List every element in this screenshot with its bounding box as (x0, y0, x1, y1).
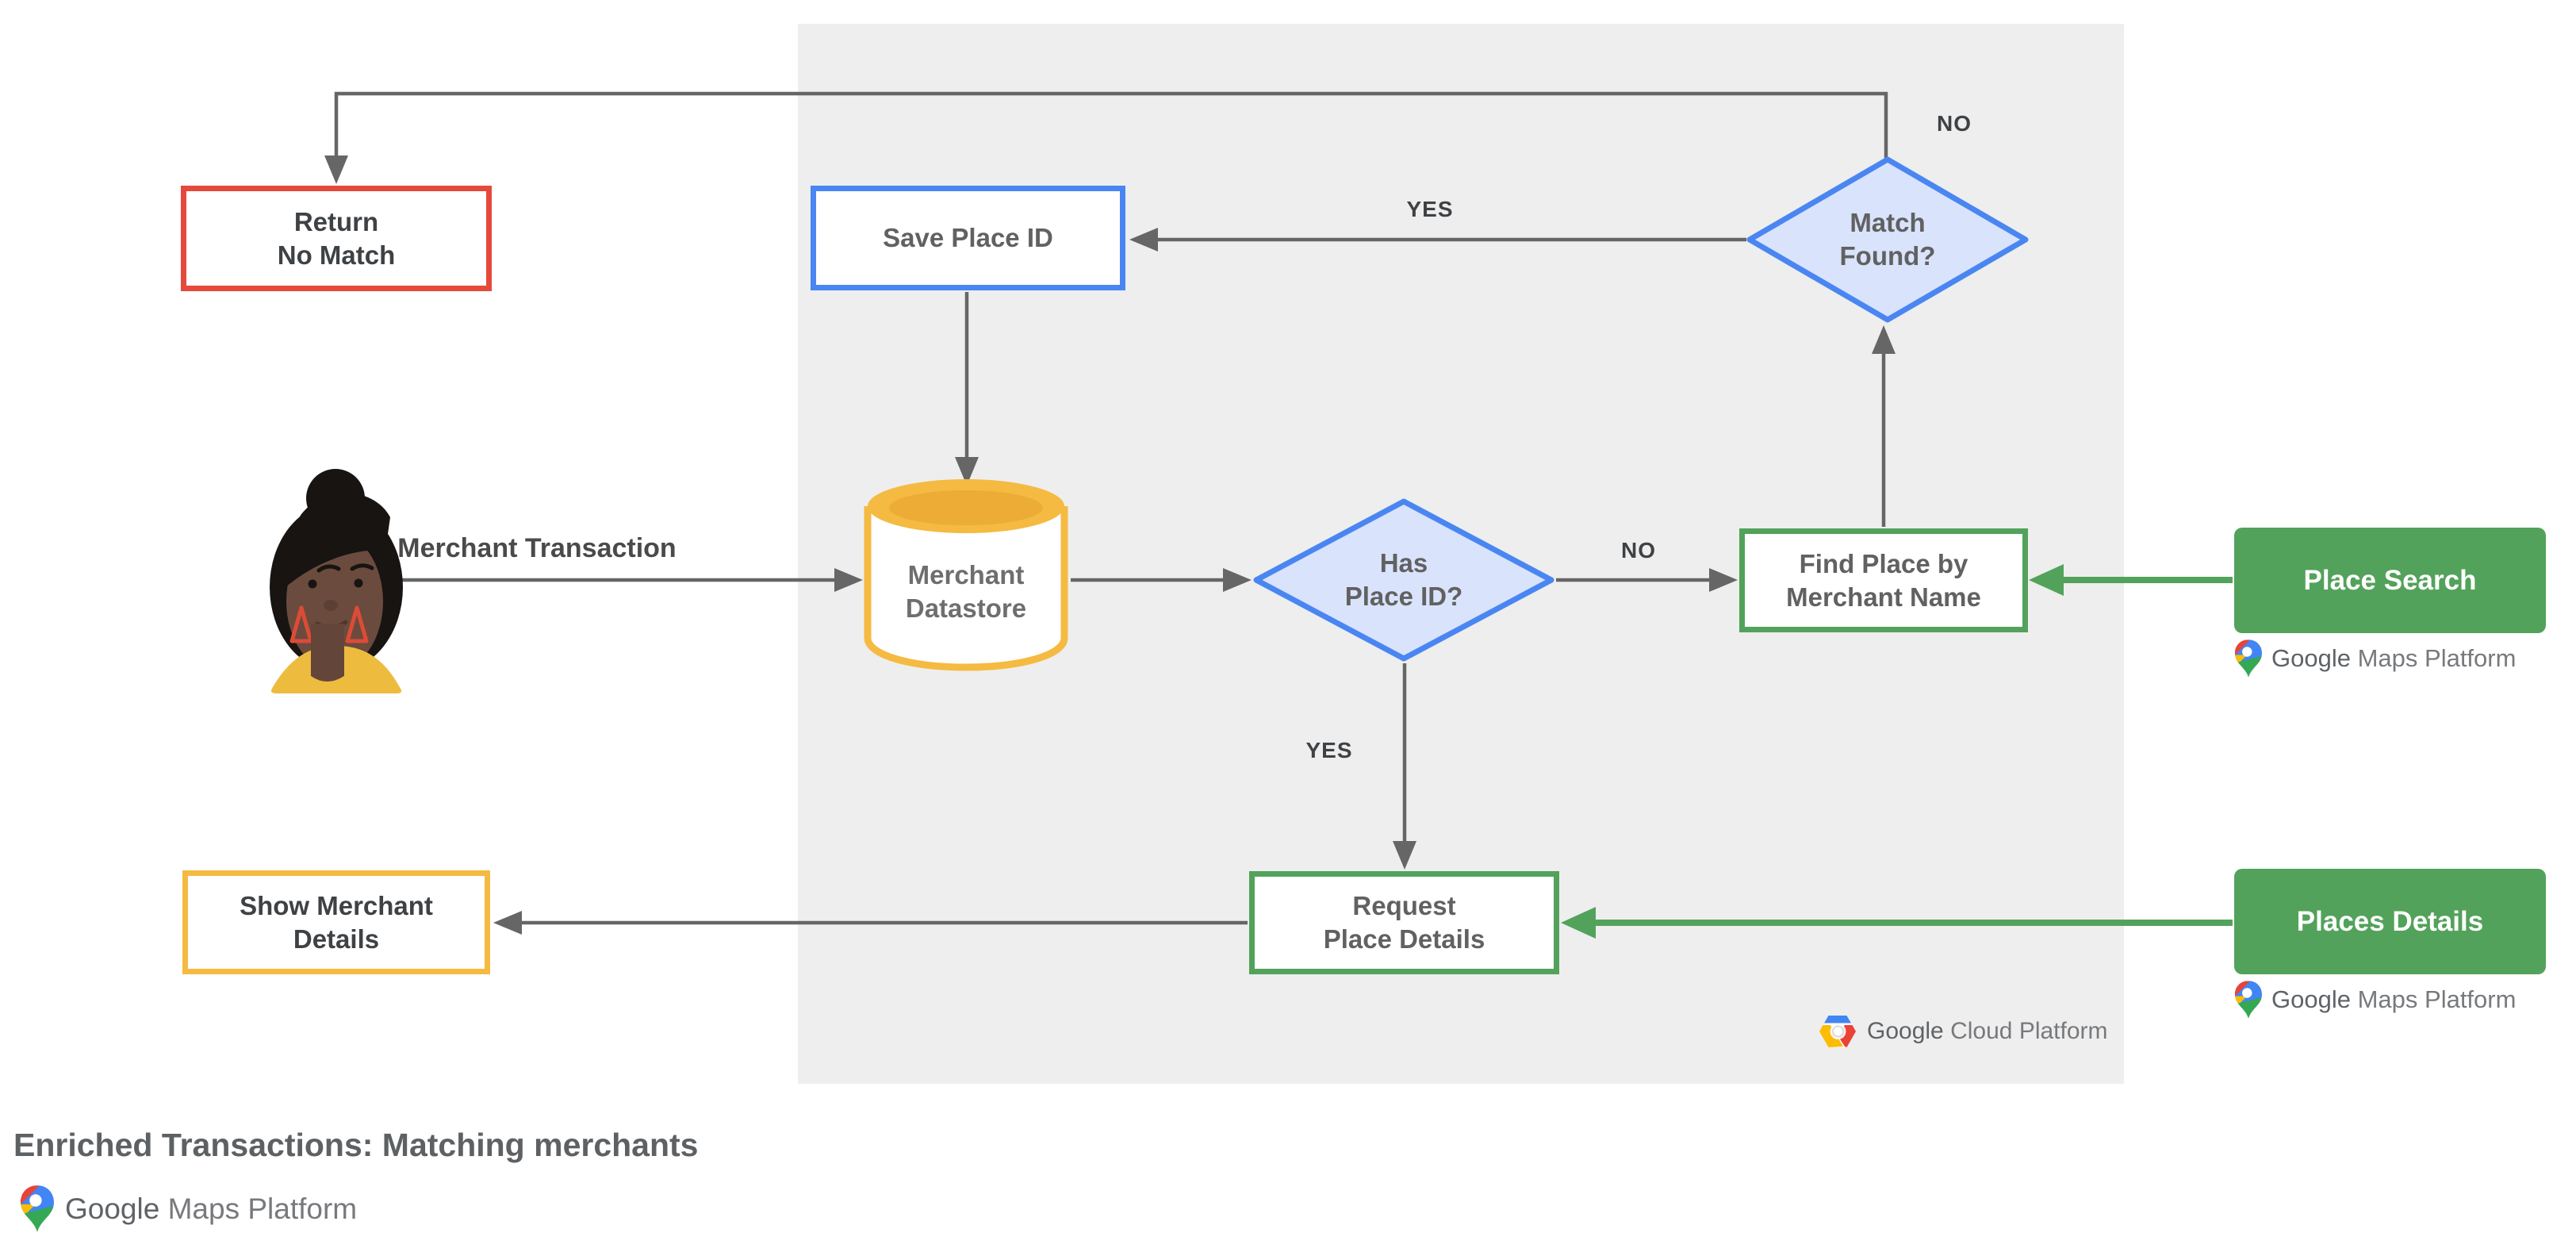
node-request-place-details: Request Place Details (1249, 871, 1559, 974)
diagram-title: Enriched Transactions: Matching merchant… (13, 1127, 699, 1163)
node-place-search-api: Place Search (2234, 528, 2546, 633)
logo-word-google: Google (2271, 644, 2351, 672)
node-label: Found? (1839, 241, 1936, 271)
edge-label-no: NO (1937, 111, 1972, 136)
edge-datastore-to-has-place-id (1071, 568, 1252, 592)
node-label: Has (1379, 548, 1428, 578)
maps-pin-icon (2235, 981, 2262, 1019)
node-label: Datastore (905, 593, 1027, 623)
google-maps-platform-logo: Google Maps Platform (2235, 981, 2516, 1019)
logo-word-product: Maps Platform (2357, 985, 2517, 1013)
edge-find-place-to-match-found (1872, 325, 1896, 527)
logo-word-product: Cloud Platform (1950, 1018, 2108, 1044)
node-has-place-id: Has Place ID? (1253, 498, 1554, 662)
edge-has-place-id-yes-to-request (1393, 663, 1416, 870)
node-label: Place Details (1323, 924, 1485, 954)
edge-save-to-datastore (955, 292, 979, 486)
node-label: Merchant Name (1786, 582, 1981, 612)
edge-request-to-show-merchant (493, 911, 1248, 935)
edge-label-no: NO (1621, 538, 1656, 563)
logo-word-google: Google (2271, 985, 2351, 1013)
edge-label-yes: YES (1406, 197, 1454, 221)
google-cloud-platform-logo: Google Cloud Platform (1819, 1016, 2108, 1047)
edge-match-found-yes-to-save (1129, 228, 1746, 252)
logo-word-product: Maps Platform (167, 1192, 358, 1225)
node-find-place-by-merchant-name: Find Place by Merchant Name (1739, 528, 2028, 632)
node-label: Places Details (2296, 905, 2484, 937)
diamond-shape (1253, 498, 1554, 662)
node-label: No Match (277, 240, 396, 270)
maps-pin-icon (21, 1185, 54, 1232)
edge-match-found-no-to-return (324, 91, 1888, 184)
node-match-found: Match Found? (1746, 156, 2029, 323)
node-label: Place Search (2303, 564, 2477, 596)
merchant-transaction-label: Merchant Transaction (397, 533, 677, 563)
node-merchant-datastore: Merchant Datastore (863, 474, 1069, 671)
diamond-shape (1746, 156, 2029, 323)
edge-has-place-id-no-to-find-place (1556, 568, 1738, 592)
node-show-merchant-details: Show Merchant Details (182, 870, 490, 974)
google-maps-platform-logo: Google Maps Platform (2235, 639, 2516, 678)
node-label: Details (293, 924, 380, 954)
maps-pin-icon (2235, 639, 2262, 678)
node-return-no-match: Return No Match (181, 186, 492, 291)
node-places-details-api: Places Details (2234, 869, 2546, 974)
node-label: Show Merchant (240, 890, 433, 920)
node-label: Place ID? (1344, 582, 1463, 611)
node-label: Merchant (907, 560, 1025, 590)
edge-place-search-to-find-place (2029, 564, 2233, 596)
logo-word-product: Maps Platform (2357, 644, 2517, 672)
google-maps-platform-logo: Google Maps Platform (21, 1185, 357, 1232)
node-save-place-id: Save Place ID (811, 186, 1125, 290)
datastore-cylinder (864, 479, 1068, 671)
cloud-hexagon-icon (1819, 1016, 1856, 1047)
logo-word-google: Google (1867, 1018, 1944, 1044)
node-label: Return (293, 206, 379, 236)
logo-word-google: Google (65, 1192, 160, 1225)
edge-places-details-to-request (1561, 907, 2233, 939)
node-label: Request (1352, 891, 1456, 920)
node-label: Save Place ID (883, 223, 1053, 252)
edge-user-to-datastore (363, 568, 863, 592)
node-label: Match (1850, 208, 1926, 237)
edge-label-yes: YES (1305, 738, 1353, 762)
user-avatar (270, 468, 417, 693)
node-label: Find Place by (1799, 548, 1968, 578)
